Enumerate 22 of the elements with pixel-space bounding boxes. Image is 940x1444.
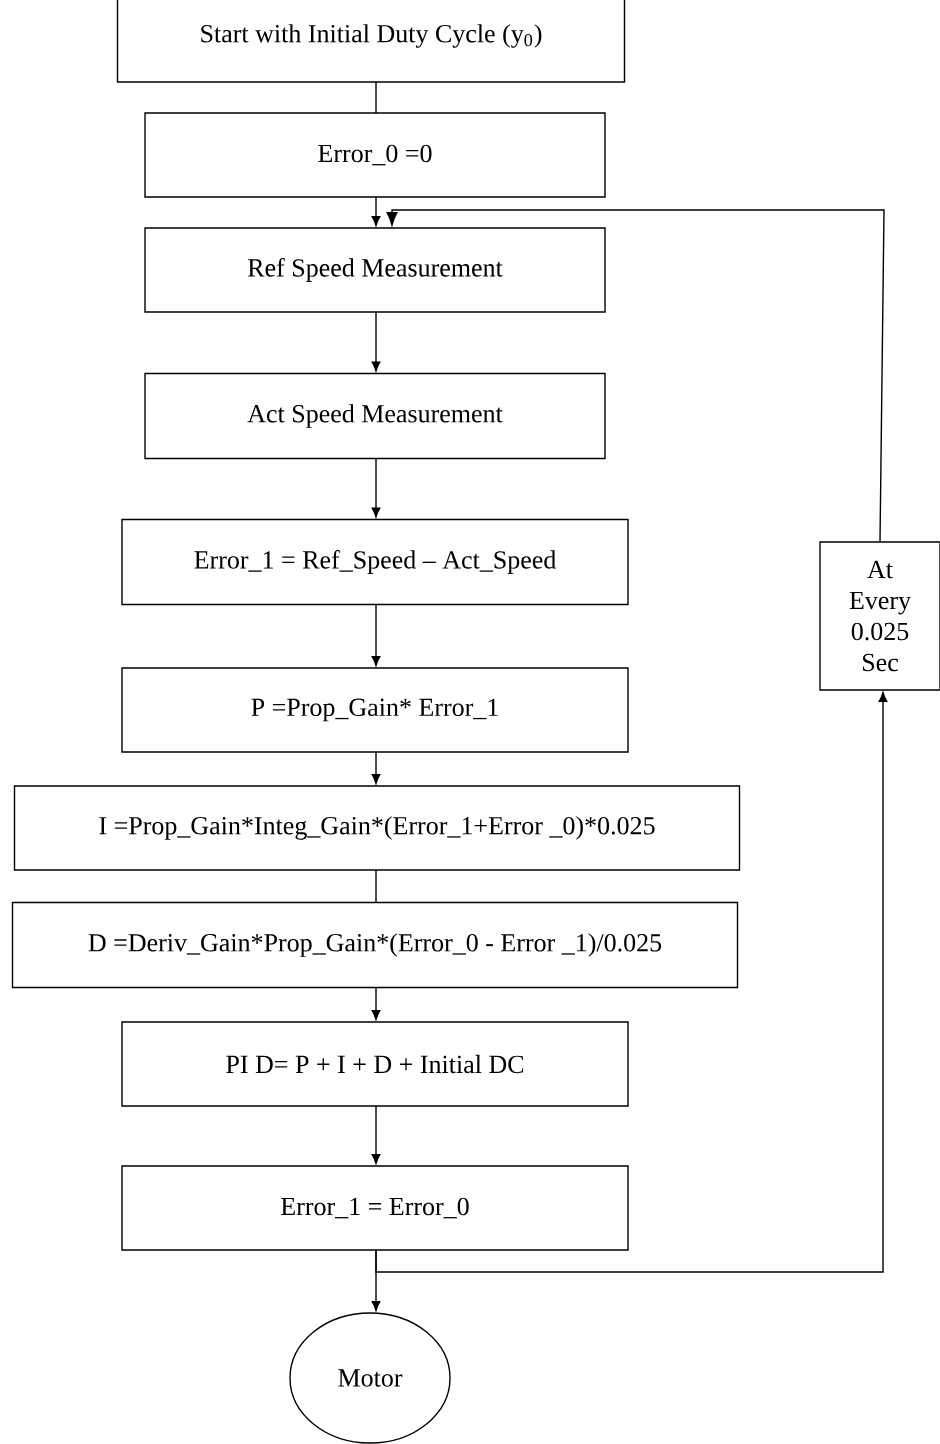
process-box: Error_0 =0 [144, 112, 606, 198]
arrow [371, 603, 381, 667]
arrow [371, 1105, 381, 1165]
process-box: Act Speed Measurement [144, 372, 606, 460]
arrow [371, 986, 381, 1021]
process-box: Start with Initial Duty Cycle (y$_{0}$) [116, 0, 626, 83]
feedback-arrow [375, 691, 888, 1273]
connector-line [375, 81, 377, 114]
feedback-arrow [386, 209, 885, 542]
process-box: I =Prop_Gain*Integ_Gain*(Error_1+Error _0)*0.025 [13, 785, 741, 871]
process-box: Error_1 = Ref_Speed – Act_Speed [121, 518, 629, 606]
process-box: D =Deriv_Gain*Prop_Gain*(Error_0 - Error _1)/0.025 [11, 901, 739, 989]
arrow [371, 196, 381, 227]
process-box: Ref Speed Measurement [144, 227, 606, 313]
connector-line [375, 869, 377, 904]
process-box: P =Prop_Gain* Error_1 [121, 667, 629, 753]
note-box: At Every 0.025 Sec [819, 541, 940, 691]
process-box: PI D= P + I + D + Initial DC [121, 1021, 629, 1107]
arrow [371, 457, 381, 518]
arrow [371, 311, 381, 372]
arrow [371, 751, 381, 785]
process-box: Error_1 = Error_0 [121, 1165, 629, 1251]
